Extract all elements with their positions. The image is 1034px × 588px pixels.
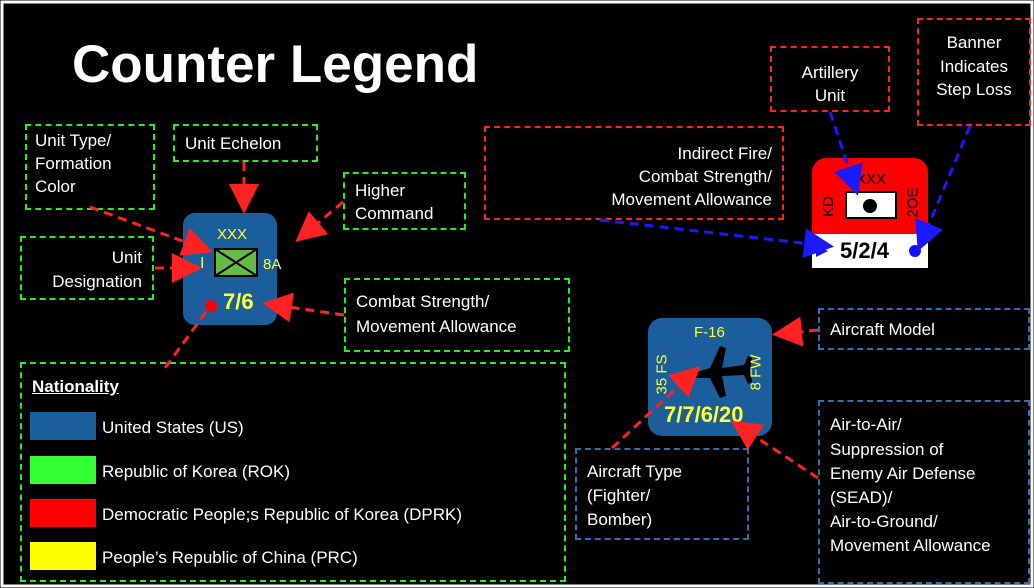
callout-unit-type: Unit Type/ Formation Color [25, 124, 155, 210]
callout-text: Step Loss [936, 80, 1012, 99]
page-title: Counter Legend [72, 35, 479, 94]
callout-text: Designation [52, 272, 142, 291]
callout-text: (Fighter/ [587, 486, 651, 505]
callout-text: (SEAD)/ [830, 488, 893, 507]
callout-text: Color [35, 177, 76, 196]
callout-text: Movement Allowance [830, 536, 991, 555]
callout-aircraft-type: Aircraft Type (Fighter/ Bomber) [575, 448, 749, 540]
legend-heading: Nationality [32, 377, 119, 396]
infantry-symbol-icon [205, 248, 258, 312]
arrow [730, 420, 819, 480]
fighter-jet-icon [678, 346, 752, 398]
callout-text: Enemy Air Defense [830, 464, 976, 483]
legend-item-us: United States (US) [102, 418, 244, 437]
callout-air-values: Air-to-Air/ Suppression of Enemy Air Def… [818, 400, 1030, 584]
callout-text: Suppression of [830, 440, 944, 459]
callout-higher-command: Higher Command [343, 172, 466, 230]
callout-text: Formation [35, 154, 112, 173]
callout-text: Higher [355, 181, 406, 200]
nationality-legend: Nationality United States (US) Republic … [20, 362, 566, 582]
swatch-rok [30, 456, 96, 484]
callout-text: Unit [111, 248, 142, 267]
callout-text: Command [355, 204, 434, 223]
arrow [599, 218, 834, 259]
callout-artillery-unit: Artillery Unit [770, 46, 890, 112]
arrow [915, 125, 972, 252]
callout-text: Banner [946, 33, 1002, 52]
counter-higher: 8A [263, 256, 282, 273]
callout-combat-strength: Combat Strength/ Movement Allowance [344, 278, 570, 352]
arrow [610, 365, 701, 450]
callout-text: Bomber) [587, 510, 653, 529]
callout-banner: Banner Indicates Step Loss [917, 18, 1031, 126]
callout-text: Aircraft Model [830, 320, 935, 339]
callout-text: Aircraft Type [587, 462, 683, 481]
swatch-dprk [30, 499, 96, 527]
legend-item-prc: People’s Republic of China (PRC) [102, 548, 358, 567]
arrow [89, 205, 213, 256]
counter-echelon: XXX [217, 226, 248, 243]
callout-text: Unit [814, 86, 846, 105]
callout-text: Unit Echelon [185, 134, 282, 153]
legend-item-rok: Republic of Korea (ROK) [102, 462, 291, 481]
arrow [772, 316, 819, 347]
callout-unit-echelon: Unit Echelon [173, 124, 318, 162]
arrow [828, 111, 863, 196]
callout-text: Indirect Fire/ [677, 144, 772, 163]
counter-designation: I [200, 255, 205, 272]
counter-strength: 7/7/6/20 [664, 402, 744, 427]
callout-text: Combat Strength/ [356, 292, 490, 311]
callout-text: Air-to-Ground/ [830, 512, 938, 531]
swatch-prc [30, 542, 96, 570]
callout-text: Air-to-Air/ [830, 415, 902, 434]
callout-text: Indicates [939, 57, 1009, 76]
arrow [295, 200, 344, 242]
legend-item-dprk: Democratic People;s Republic of Korea (D… [102, 505, 462, 524]
callout-text: Combat Strength/ [638, 167, 772, 186]
callout-aircraft-model: Aircraft Model [818, 308, 1030, 350]
swatch-us [30, 412, 96, 440]
callout-unit-designation: Unit Designation [20, 236, 154, 300]
callout-text: Movement Allowance [356, 317, 517, 336]
arrow [262, 292, 345, 323]
callout-text: Unit Type/ [35, 131, 112, 150]
callout-indirect-fire: Indirect Fire/ Combat Strength/ Movement… [484, 126, 784, 220]
counter-strength: 5/2/4 [840, 238, 889, 263]
callout-text: Artillery [801, 63, 859, 82]
callout-text: Movement Allowance [611, 190, 772, 209]
counter-echelon: XXX [856, 171, 887, 188]
counter-strength: 7/6 [223, 289, 254, 314]
arrow [160, 311, 208, 373]
counter-model: F-16 [694, 324, 725, 341]
